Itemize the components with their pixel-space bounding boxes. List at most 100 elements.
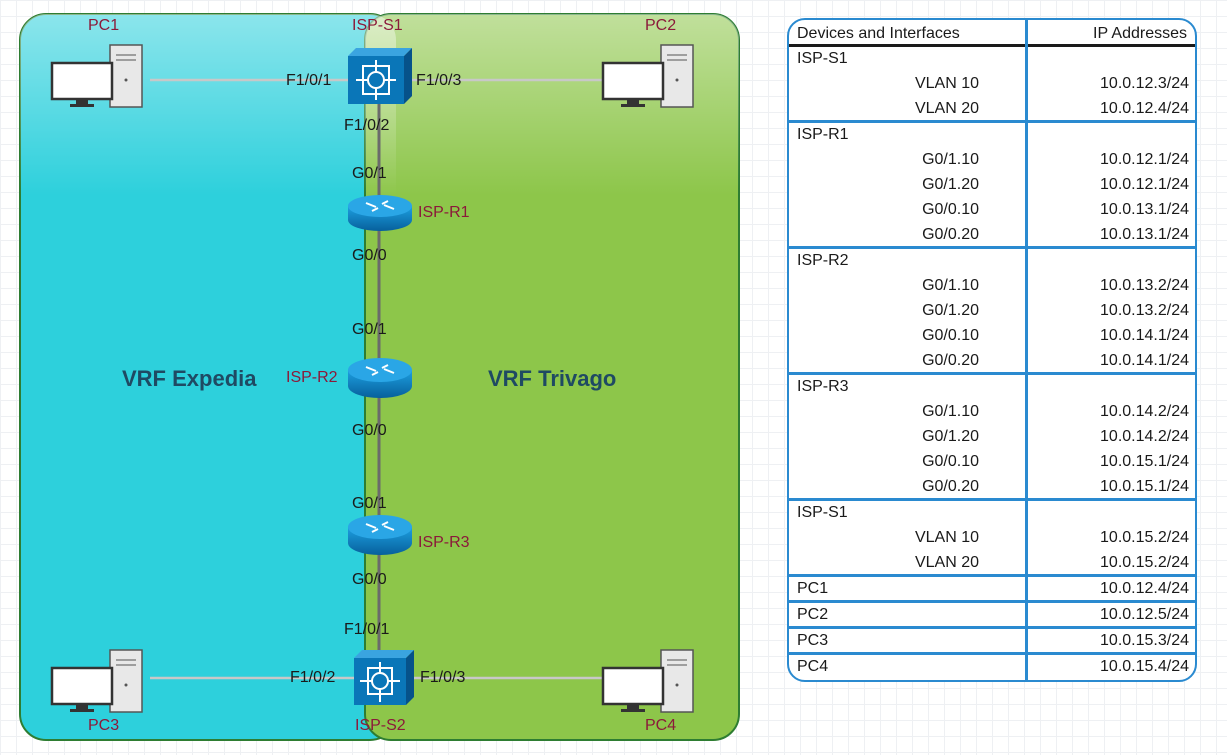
row-divider bbox=[789, 246, 1195, 249]
interface-row-label: G0/1.10 bbox=[922, 277, 979, 294]
interface-row-label: G0/0.10 bbox=[922, 201, 979, 218]
host-row-ip: 10.0.15.3/24 bbox=[1100, 632, 1189, 649]
group-device-row: ISP-S1 bbox=[789, 47, 1195, 72]
vrf-expedia-label: VRF Expedia bbox=[122, 366, 257, 391]
interface-row-ip: 10.0.13.1/24 bbox=[1100, 226, 1189, 243]
switch-isp-s1[interactable] bbox=[348, 48, 412, 104]
s2-f101-label: F1/0/1 bbox=[344, 621, 390, 638]
group-device-row-label: ISP-R2 bbox=[797, 252, 849, 269]
interface-row-ip: 10.0.15.1/24 bbox=[1100, 453, 1189, 470]
group-device-row-label: ISP-R1 bbox=[797, 126, 849, 143]
isp-r1-label: ISP-R1 bbox=[418, 204, 470, 221]
interface-row-ip: 10.0.12.4/24 bbox=[1100, 100, 1189, 117]
router-isp-r1[interactable] bbox=[348, 195, 412, 231]
isp-s2-label: ISP-S2 bbox=[355, 717, 406, 734]
pc4-workstation[interactable] bbox=[601, 649, 694, 713]
r1-g00-label: G0/0 bbox=[352, 247, 387, 264]
interface-row-ip: 10.0.15.2/24 bbox=[1100, 529, 1189, 546]
group-device-row: ISP-R3 bbox=[789, 375, 1195, 400]
interface-row-label: G0/1.20 bbox=[922, 428, 979, 445]
pc3-workstation[interactable] bbox=[50, 649, 143, 713]
pc2-label: PC2 bbox=[645, 17, 677, 34]
host-row: PC3 10.0.15.3/24 bbox=[789, 629, 1195, 654]
interface-row: G0/0.20 10.0.14.1/24 bbox=[789, 349, 1195, 374]
row-divider bbox=[789, 600, 1195, 603]
s2-f103-label: F1/0/3 bbox=[420, 669, 466, 686]
ip-address-table: Devices and Interfaces IP Addresses ISP-… bbox=[787, 18, 1197, 682]
router-isp-r2[interactable] bbox=[348, 358, 412, 398]
group-device-row: ISP-S1 bbox=[789, 501, 1195, 526]
interface-row-ip: 10.0.14.2/24 bbox=[1100, 428, 1189, 445]
interface-row-label: G0/0.10 bbox=[922, 327, 979, 344]
pc2-workstation[interactable] bbox=[601, 44, 694, 108]
interface-row-label: G0/1.20 bbox=[922, 302, 979, 319]
interface-row-ip: 10.0.12.1/24 bbox=[1100, 176, 1189, 193]
interface-row-label: G0/0.20 bbox=[922, 352, 979, 369]
host-row-ip: 10.0.12.4/24 bbox=[1100, 580, 1189, 597]
interface-row-ip: 10.0.12.3/24 bbox=[1100, 75, 1189, 92]
r2-g01-label: G0/1 bbox=[352, 321, 387, 338]
interface-row-label: G0/1.20 bbox=[922, 176, 979, 193]
interface-row: G0/1.10 10.0.14.2/24 bbox=[789, 400, 1195, 425]
header-divider bbox=[789, 44, 1195, 47]
s1-f101-label: F1/0/1 bbox=[286, 72, 332, 89]
s1-f103-label: F1/0/3 bbox=[416, 72, 462, 89]
table-header-ips: IP Addresses bbox=[1093, 25, 1187, 42]
interface-row-label: G0/0.10 bbox=[922, 453, 979, 470]
interface-row: G0/1.20 10.0.14.2/24 bbox=[789, 425, 1195, 450]
group-device-row: ISP-R1 bbox=[789, 123, 1195, 148]
group-device-row: ISP-R2 bbox=[789, 249, 1195, 274]
interface-row-label: G0/0.20 bbox=[922, 478, 979, 495]
row-divider bbox=[789, 574, 1195, 577]
host-row-label: PC4 bbox=[797, 658, 829, 675]
switch-isp-s2[interactable] bbox=[354, 650, 414, 705]
host-row: PC4 10.0.15.4/24 bbox=[789, 655, 1195, 680]
interface-row-ip: 10.0.15.2/24 bbox=[1100, 554, 1189, 571]
interface-row-ip: 10.0.14.1/24 bbox=[1100, 352, 1189, 369]
group-device-row-label: ISP-S1 bbox=[797, 504, 848, 521]
pc1-workstation[interactable] bbox=[50, 44, 143, 108]
interface-row-ip: 10.0.15.1/24 bbox=[1100, 478, 1189, 495]
interface-row-label: VLAN 20 bbox=[914, 554, 979, 571]
interface-row: G0/0.10 10.0.13.1/24 bbox=[789, 198, 1195, 223]
interface-row-ip: 10.0.13.1/24 bbox=[1100, 201, 1189, 218]
interface-row: G0/1.10 10.0.13.2/24 bbox=[789, 274, 1195, 299]
row-divider bbox=[789, 372, 1195, 375]
row-divider bbox=[789, 626, 1195, 629]
interface-row-ip: 10.0.12.1/24 bbox=[1100, 151, 1189, 168]
host-row-label: PC3 bbox=[797, 632, 829, 649]
group-device-row-label: ISP-R3 bbox=[797, 378, 849, 395]
isp-r2-label: ISP-R2 bbox=[286, 369, 338, 386]
r3-g00-label: G0/0 bbox=[352, 571, 387, 588]
pc4-label: PC4 bbox=[645, 717, 677, 734]
interface-row: G0/0.10 10.0.15.1/24 bbox=[789, 450, 1195, 475]
host-row-label: PC2 bbox=[797, 606, 829, 623]
interface-row-ip: 10.0.14.2/24 bbox=[1100, 403, 1189, 420]
group-device-row-label: ISP-S1 bbox=[797, 50, 848, 67]
interface-row: G0/1.10 10.0.12.1/24 bbox=[789, 148, 1195, 173]
isp-r3-label: ISP-R3 bbox=[418, 534, 470, 551]
table-header-devices: Devices and Interfaces bbox=[797, 25, 960, 42]
vrf-trivago-label: VRF Trivago bbox=[488, 366, 617, 391]
interface-row: VLAN 10 10.0.15.2/24 bbox=[789, 526, 1195, 551]
interface-row-ip: 10.0.13.2/24 bbox=[1100, 277, 1189, 294]
interface-row-ip: 10.0.14.1/24 bbox=[1100, 327, 1189, 344]
interface-row-label: G0/1.10 bbox=[922, 151, 979, 168]
s1-f102-label: F1/0/2 bbox=[344, 117, 390, 134]
interface-row-label: VLAN 10 bbox=[914, 529, 979, 546]
router-isp-r3[interactable] bbox=[348, 515, 412, 555]
row-divider bbox=[789, 652, 1195, 655]
r1-g01-label: G0/1 bbox=[352, 165, 387, 182]
interface-row: G0/0.10 10.0.14.1/24 bbox=[789, 324, 1195, 349]
interface-row-label: VLAN 10 bbox=[914, 75, 979, 92]
column-divider bbox=[1025, 20, 1028, 680]
pc3-label: PC3 bbox=[88, 717, 120, 734]
host-row-ip: 10.0.15.4/24 bbox=[1100, 658, 1189, 675]
interface-row-label: G0/1.10 bbox=[922, 403, 979, 420]
row-divider bbox=[789, 498, 1195, 501]
